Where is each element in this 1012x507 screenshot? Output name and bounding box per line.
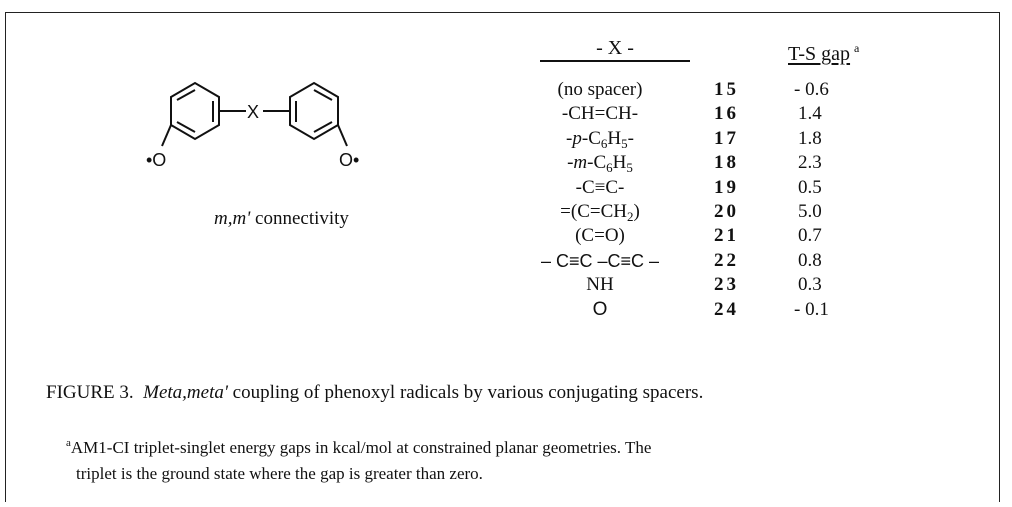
gap-value: 5.0 [798, 200, 822, 222]
spacer-cell: (no spacer) [557, 79, 643, 100]
spacer-cell: =(C=CH2) [560, 200, 640, 224]
spacer-cell: NH [586, 274, 614, 296]
table-row: -C≡C- 19 0.5 [500, 176, 900, 200]
right-oxygen-radical: O• [339, 150, 359, 170]
spacer-cell: O [592, 298, 608, 320]
left-benzene-ring [170, 81, 220, 141]
compound-number: 20 [714, 200, 739, 222]
table-row: (C=O) 21 0.7 [500, 224, 900, 248]
compound-number: 16 [714, 103, 739, 125]
spacer-column-header: - X - [540, 36, 690, 62]
left-oxygen-radical: •O [146, 150, 166, 170]
gap-value: - 0.6 [794, 79, 829, 100]
gap-value: 1.4 [798, 103, 822, 125]
table-row: -m-C6H5 18 2.3 [500, 151, 900, 175]
compound-number: 24 [714, 298, 739, 320]
spacer-cell: -CH=CH- [561, 103, 639, 125]
table-row: NH 23 0.3 [500, 273, 900, 297]
left-o-bond [161, 124, 172, 147]
gap-value: 0.5 [798, 176, 822, 198]
connectivity-text: connectivity [250, 208, 349, 229]
gap-header-text: T-S gap [788, 43, 851, 65]
footnote-line-2: triplet is the ground state where the ga… [76, 464, 483, 483]
footnote-marker: a [66, 437, 71, 449]
gap-value: - 0.1 [794, 298, 829, 320]
table-row: =(C=CH2) 20 5.0 [500, 200, 900, 224]
right-o-bond [337, 124, 348, 147]
compound-number: 23 [714, 274, 739, 296]
figure-frame [5, 12, 1000, 502]
table-row: -CH=CH- 16 1.4 [500, 102, 900, 126]
spacer-x-label: X [247, 102, 259, 122]
gap-value: 0.8 [798, 249, 822, 271]
spacer-table: (no spacer) 15 - 0.6 -CH=CH- 16 1.4 -p-C… [500, 78, 900, 322]
connectivity-italic: m,m' [214, 208, 251, 229]
compound-number: 18 [714, 152, 739, 174]
spacer-cell: -p-C6H5- [566, 127, 634, 151]
table-row: -p-C6H5- 17 1.8 [500, 127, 900, 151]
spacer-cell: -C≡C- [575, 176, 625, 198]
compound-number: 22 [714, 249, 739, 271]
footnote: aAM1-CI triplet-singlet energy gaps in k… [66, 430, 966, 487]
connectivity-caption: m,m' connectivity [214, 208, 349, 230]
gap-value: 0.3 [798, 274, 822, 296]
bis-phenoxyl-structure-diagram: X •O O• [146, 81, 359, 170]
figure-title-italic: Meta,meta' [143, 382, 228, 403]
table-row: O 24 - 0.1 [500, 298, 900, 322]
gap-value: 2.3 [798, 152, 822, 174]
gap-value: 1.8 [798, 127, 822, 149]
right-benzene-ring [289, 81, 339, 141]
figure-caption: FIGURE 3. Meta,meta' coupling of phenoxy… [46, 382, 703, 404]
figure-label: FIGURE 3. [46, 382, 134, 403]
compound-number: 19 [714, 176, 739, 198]
compound-number: 21 [714, 225, 739, 247]
figure-title-rest: coupling of phenoxyl radicals by various… [227, 382, 704, 403]
chemical-structure: X •O O• [146, 74, 412, 192]
table-row: – C≡C –C≡C – 22 0.8 [500, 249, 900, 273]
spacer-cell: – C≡C –C≡C – [540, 250, 660, 271]
spacer-cell: (C=O) [575, 225, 625, 247]
gap-header-note: a [854, 41, 860, 55]
compound-number: 15 [714, 79, 739, 100]
compound-number: 17 [714, 127, 739, 149]
spacer-cell: -m-C6H5 [567, 152, 633, 176]
table-row: (no spacer) 15 - 0.6 [500, 78, 900, 102]
footnote-line-1: AM1-CI triplet-singlet energy gaps in kc… [70, 438, 652, 457]
gap-value: 0.7 [798, 225, 822, 247]
